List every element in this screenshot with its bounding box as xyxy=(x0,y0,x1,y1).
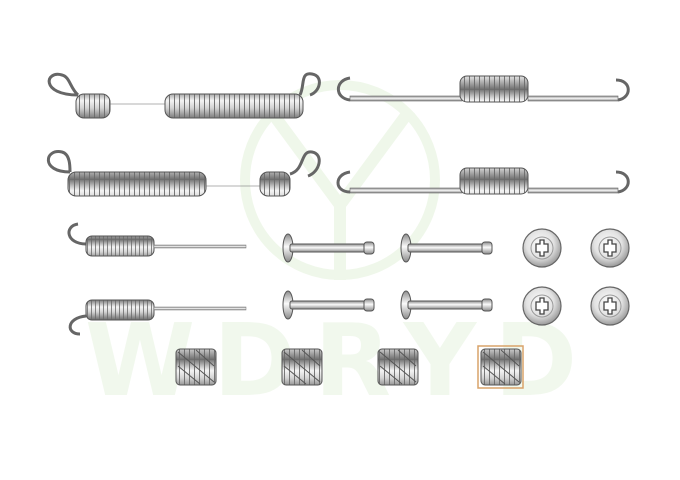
retaining-pin-1 xyxy=(282,233,375,263)
highlight-frame xyxy=(477,345,524,389)
pin-cup-2 xyxy=(590,228,630,268)
return-spring-straight-1 xyxy=(336,75,630,103)
retaining-pin-3 xyxy=(282,290,375,320)
return-spring-long-1 xyxy=(47,72,321,119)
adjuster-spring-1 xyxy=(67,222,247,257)
retaining-pin-4 xyxy=(400,290,493,320)
retaining-pin-2 xyxy=(400,233,493,263)
hold-down-spring-1 xyxy=(175,348,217,386)
return-spring-straight-2 xyxy=(336,167,630,195)
pin-cup-1 xyxy=(522,228,562,268)
hold-down-spring-4 xyxy=(477,345,524,389)
pin-cup-3 xyxy=(522,286,562,326)
hold-down-spring-3 xyxy=(377,348,419,386)
return-spring-long-2 xyxy=(46,150,321,197)
hold-down-spring-2 xyxy=(281,348,323,386)
pin-cup-4 xyxy=(590,286,630,326)
adjuster-spring-2 xyxy=(68,299,247,336)
